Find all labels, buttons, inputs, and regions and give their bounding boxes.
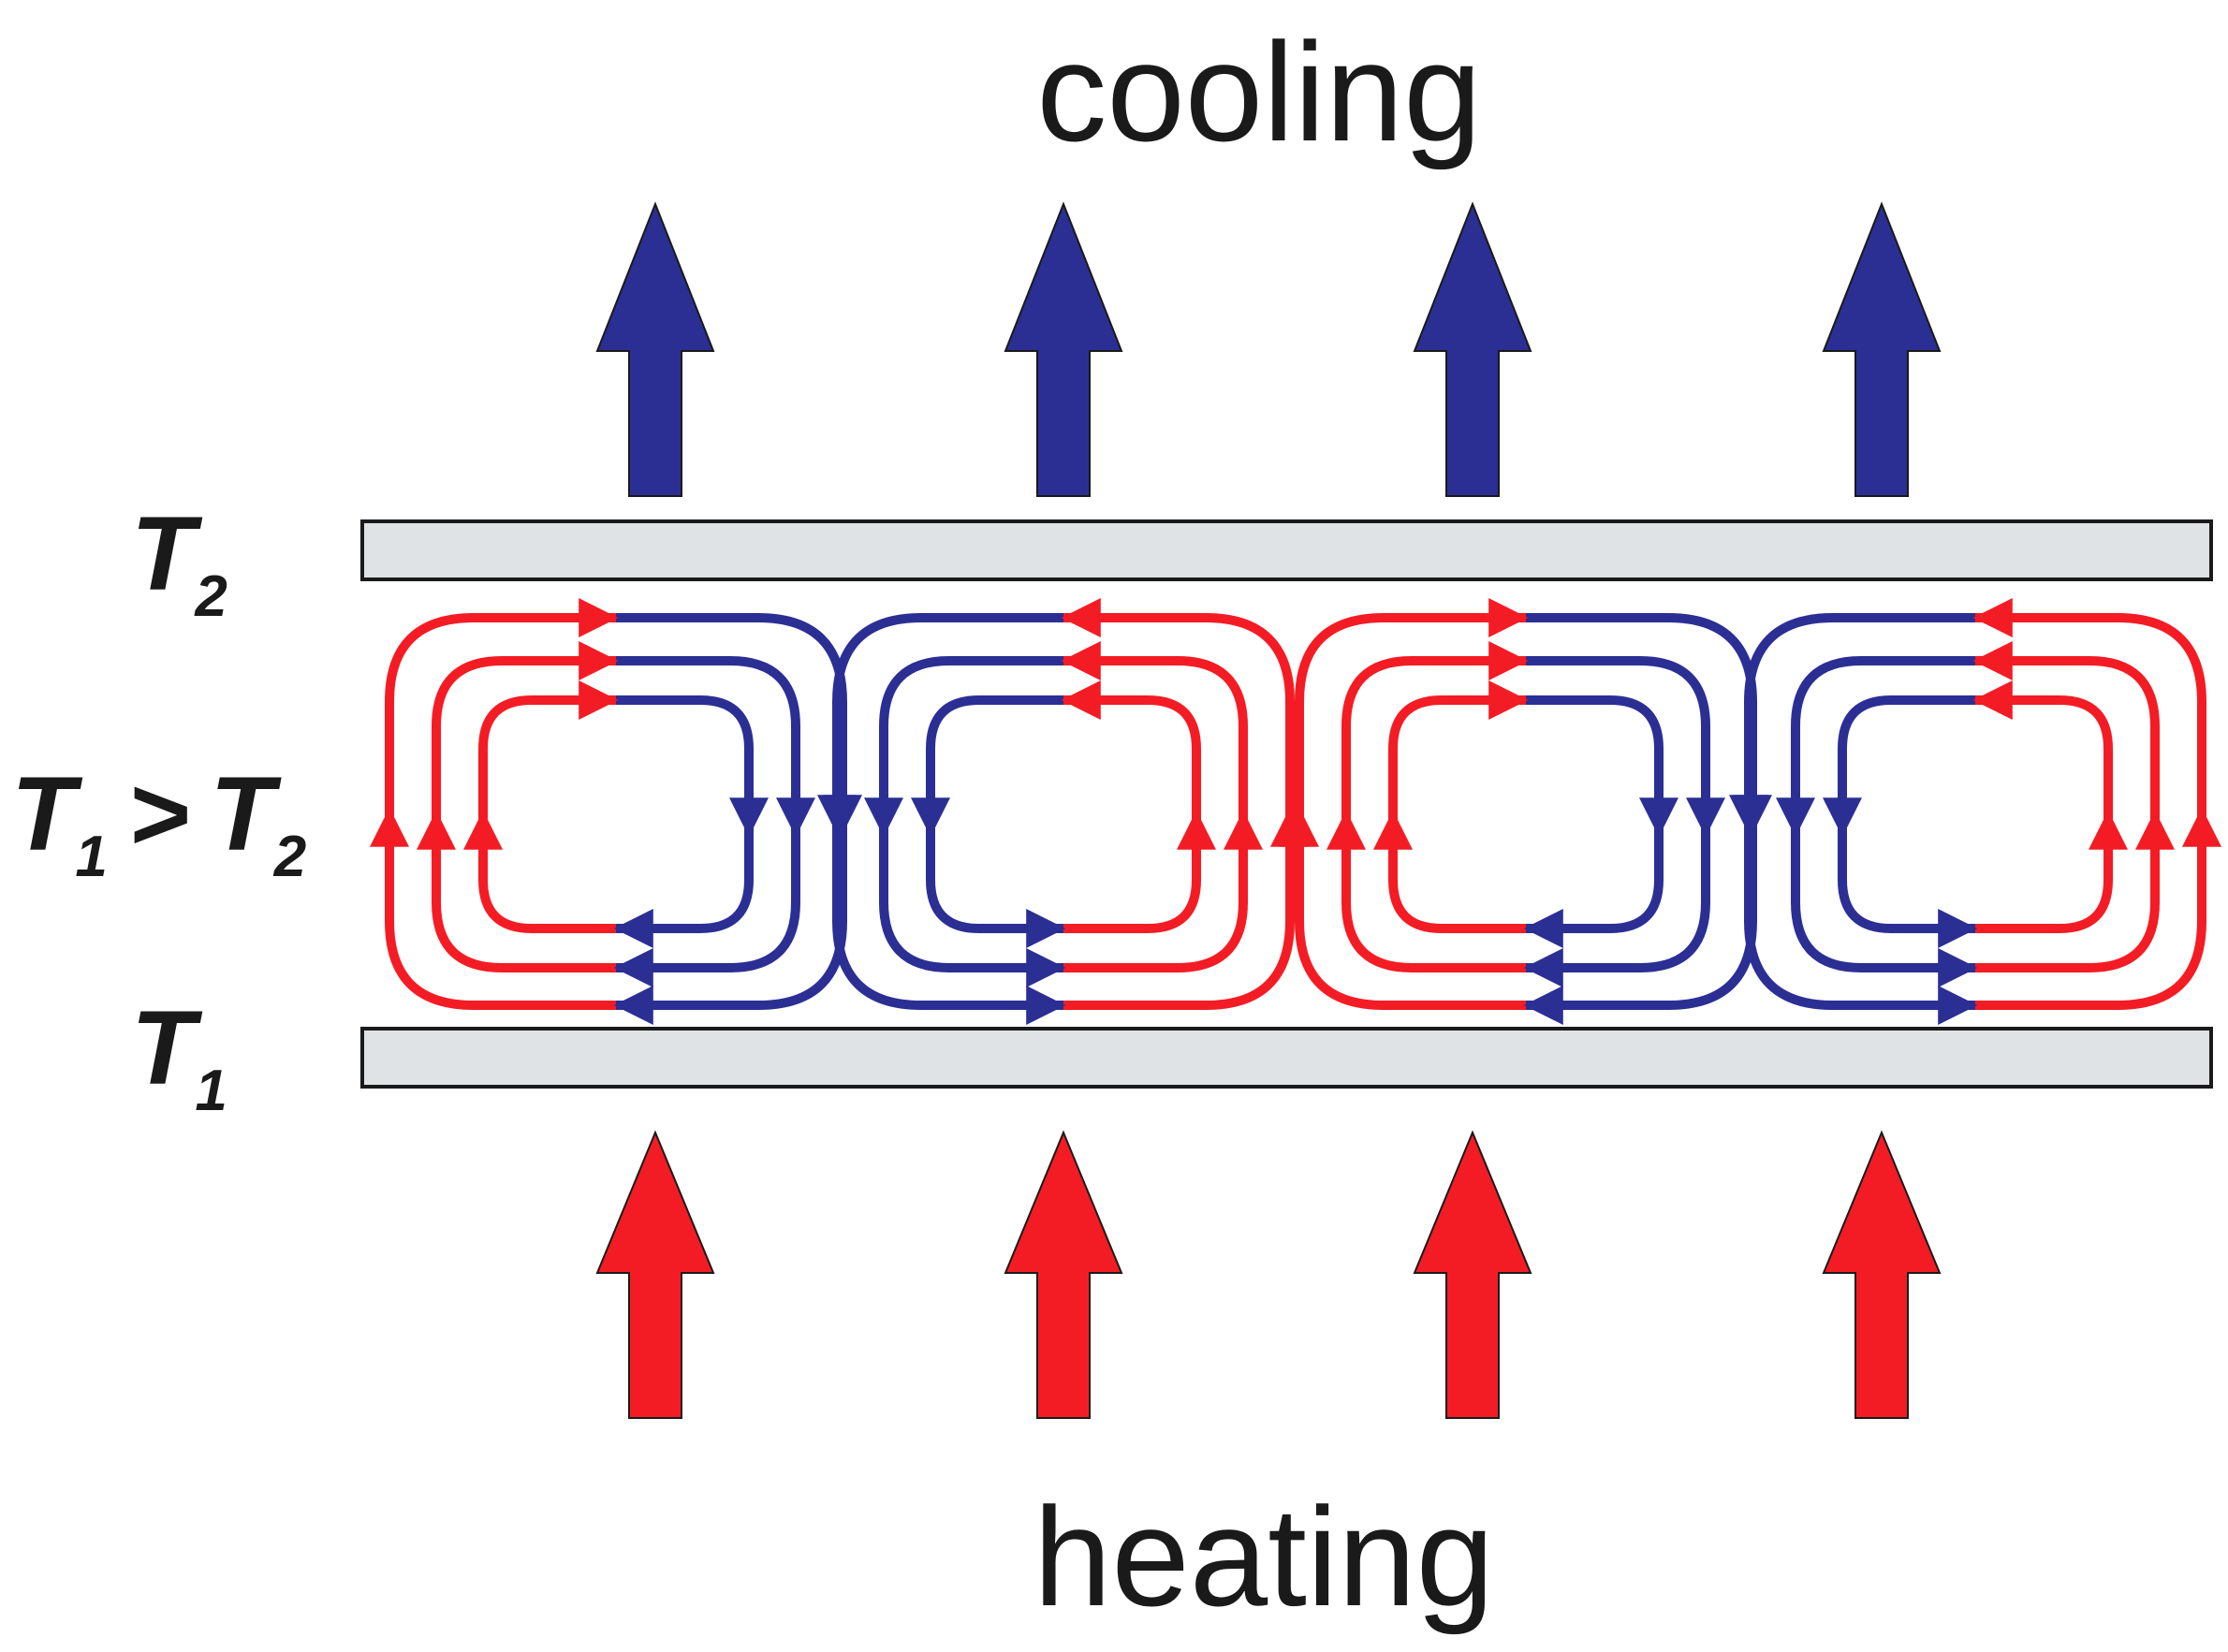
hot-flow-line [478, 695, 616, 933]
cold-flow-line [879, 656, 1063, 972]
heating-arrow-3 [1413, 1130, 1532, 1419]
heating-arrows [595, 1130, 1942, 1419]
heating-arrow-4 [1822, 1130, 1942, 1419]
cold-flow-line [1744, 613, 1975, 1010]
cold-flow-line [616, 656, 800, 972]
hot-flow-line [1063, 613, 1295, 1010]
convection-cells [370, 598, 2221, 1025]
convection-cell-4 [1729, 598, 2221, 1025]
hot-flow-line [1975, 695, 2113, 933]
hot-flow-line [1388, 695, 1526, 933]
cold-flow-line [1838, 695, 1975, 933]
cooling-arrow-3 [1413, 201, 1532, 497]
heating-arrow-2 [1004, 1130, 1123, 1419]
lower-plate-temperature-label: T1 [131, 989, 227, 1123]
cold-flow-line [616, 695, 754, 933]
cold-flow-line [1526, 656, 1710, 972]
cooling-arrows [595, 201, 1942, 497]
heating-label: heating [1033, 1478, 1494, 1635]
cooling-label: cooling [1036, 13, 1481, 170]
hot-flow-line [432, 656, 616, 972]
lower-plate [360, 1027, 2213, 1089]
upper-plate-temperature-label: T2 [131, 495, 227, 629]
cooling-arrow-2 [1004, 201, 1123, 497]
cooling-arrow-4 [1822, 201, 1942, 497]
cooling-arrow-1 [595, 201, 715, 497]
convection-cell-1 [370, 598, 862, 1025]
hot-flow-line [1295, 613, 1526, 1010]
cold-flow-line [926, 695, 1063, 933]
cold-flow-line [1526, 695, 1664, 933]
cold-flow-line [1526, 613, 1757, 1010]
hot-flow-line [385, 613, 616, 1010]
hot-flow-line [1341, 656, 1526, 972]
hot-flow-line [1975, 656, 2160, 972]
cold-flow-line [616, 613, 847, 1010]
temperature-condition-label: T1>T2 [11, 755, 306, 889]
hot-flow-line [1975, 613, 2206, 1010]
heating-arrow-1 [595, 1130, 715, 1419]
hot-flow-line [1063, 695, 1201, 933]
cold-flow-line [832, 613, 1063, 1010]
convection-cell-3 [1280, 598, 1772, 1025]
convection-cell-2 [817, 598, 1310, 1025]
cold-flow-line [1791, 656, 1975, 972]
hot-flow-line [1063, 656, 1248, 972]
upper-plate [360, 519, 2213, 581]
